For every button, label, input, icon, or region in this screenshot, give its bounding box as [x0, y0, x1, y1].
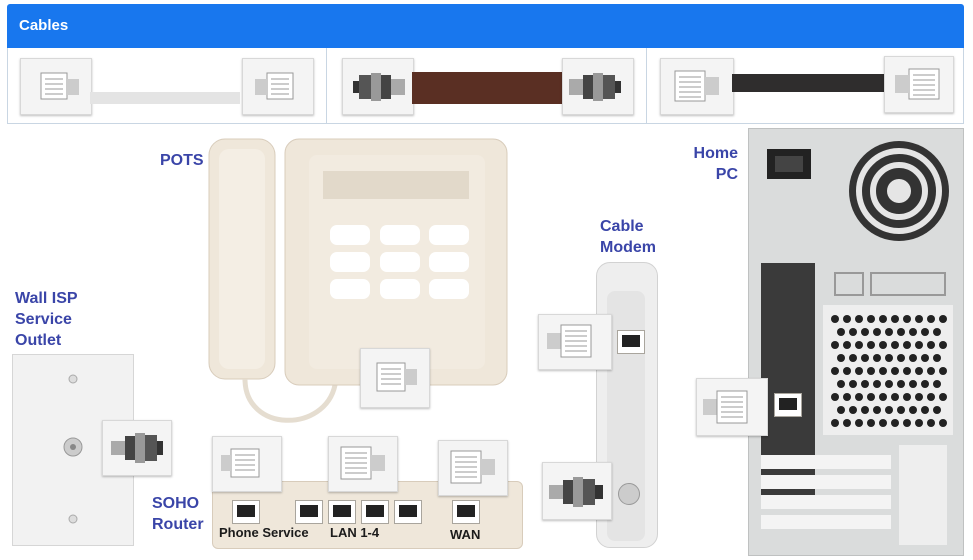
cable-modem-label-line1: Cable: [600, 218, 644, 235]
pc-ethernet-connector-icon[interactable]: [696, 378, 768, 436]
pots-phone[interactable]: [205, 133, 515, 433]
soho-router-label-line1: SOHO: [152, 495, 200, 512]
rj45-plug-right-icon[interactable]: [884, 56, 954, 113]
wall-outlet-coax-connector-icon[interactable]: [102, 420, 172, 476]
wan-label: WAN: [450, 527, 481, 542]
cable-slot-rj45[interactable]: [646, 48, 963, 123]
rj11-plug-left-icon[interactable]: [20, 58, 92, 115]
pots-label: POTS: [160, 152, 204, 169]
cable-modem-label: Cable Modem: [600, 216, 656, 258]
rj45-cable-body: [732, 74, 884, 92]
rj11-plug-right-icon[interactable]: [242, 58, 314, 115]
modem-ethernet-port[interactable]: [617, 330, 645, 354]
home-pc-case: [748, 128, 964, 556]
pc-ethernet-port[interactable]: [774, 393, 802, 417]
router-lan-port-1[interactable]: [295, 500, 323, 524]
cables-title: Cables: [19, 17, 69, 34]
router-wan-connector-icon[interactable]: [438, 440, 508, 496]
pots-rj11-port-connector-icon[interactable]: [360, 348, 430, 408]
cable-modem-label-line2: Modem: [600, 239, 656, 256]
rj45-plug-left-icon[interactable]: [660, 58, 734, 115]
home-pc-label-line1: Home: [693, 145, 738, 162]
modem-ethernet-connector-icon[interactable]: [538, 314, 612, 370]
coax-plug-right-icon[interactable]: [562, 58, 634, 115]
modem-coax-connector-icon[interactable]: [542, 462, 612, 520]
home-pc-label-line2: PC: [715, 166, 738, 183]
cables-header: Cables: [7, 4, 964, 48]
soho-router-label-line2: Router: [152, 516, 204, 533]
router-lan-port-3[interactable]: [361, 500, 389, 524]
home-pc-label: Home PC: [690, 143, 738, 185]
cable-tray: [7, 48, 964, 124]
rj11-cable-body: [90, 92, 240, 104]
router-phone-service-port[interactable]: [232, 500, 260, 524]
wall-outlet-label-line3: Outlet: [15, 332, 62, 349]
soho-router-label: SOHO Router: [152, 493, 204, 535]
coax-plug-left-icon[interactable]: [342, 58, 414, 115]
wall-outlet-label-line1: Wall ISP: [15, 290, 78, 307]
wall-outlet-label-line2: Service: [15, 311, 72, 328]
router-wan-port[interactable]: [452, 500, 480, 524]
phone-service-label: Phone Service: [219, 525, 309, 540]
router-lan-port-2[interactable]: [328, 500, 356, 524]
cable-slot-rj11[interactable]: [8, 48, 327, 123]
wall-outlet-label: Wall ISP Service Outlet: [15, 288, 78, 351]
cable-slot-coax[interactable]: [326, 48, 647, 123]
router-phone-connector-icon[interactable]: [212, 436, 282, 492]
coax-cable-body: [412, 72, 562, 104]
lan-label: LAN 1-4: [330, 525, 380, 540]
router-lan-connector-icon[interactable]: [328, 436, 398, 492]
modem-coax-port[interactable]: [618, 483, 640, 505]
router-lan-port-4[interactable]: [394, 500, 422, 524]
